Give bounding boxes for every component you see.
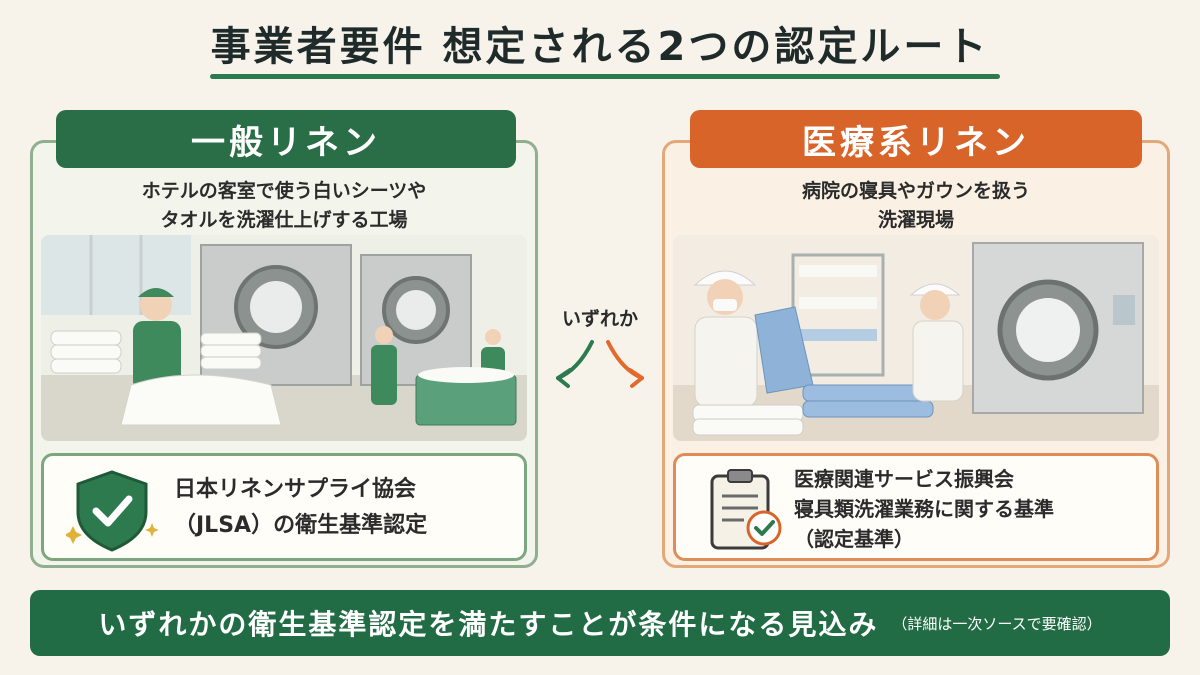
description-line: ホテルの客室で使う白いシーツや [141, 180, 427, 202]
cert-line: 寝具類洗濯業務に関する基準 [794, 497, 1054, 521]
description-line: 洗濯現場 [877, 209, 954, 231]
hotel-laundry-illustration [41, 235, 527, 441]
conclusion-note: （詳細は一次ソースで要確認） [892, 614, 1102, 633]
medical-certification-box: 医療関連サービス振興会 寝具類洗濯業務に関する基準 （認定基準） [673, 453, 1159, 561]
cert-line: （認定基準） [794, 527, 914, 551]
medical-linen-description: 病院の寝具やガウンを扱う 洗濯現場 [665, 177, 1167, 235]
description-line: タオルを洗濯仕上げする工場 [160, 209, 408, 231]
cert-line: 日本リネンサプライ協会 [174, 477, 417, 502]
medical-linen-panel: 病院の寝具やガウンを扱う 洗濯現場 [662, 140, 1170, 568]
hospital-laundry-illustration [673, 235, 1159, 441]
medical-linen-badge: 医療系リネン [690, 110, 1142, 168]
clipboard-check-icon [710, 469, 782, 550]
medical-certification-text: 医療関連サービス振興会 寝具類洗濯業務に関する基準 （認定基準） [794, 464, 1054, 554]
either-arrows [556, 340, 644, 388]
either-label: いずれか [561, 308, 638, 330]
conclusion-text: いずれかの衛生基準認定を満たすことが条件になる見込み [98, 608, 879, 641]
general-linen-badge: 一般リネン [56, 110, 516, 168]
conclusion-banner: いずれかの衛生基準認定を満たすことが条件になる見込み （詳細は一次ソースで要確認… [30, 590, 1170, 656]
jlsa-certification-box: 日本リネンサプライ協会 （JLSA）の衛生基準認定 [41, 453, 527, 561]
cert-line: 医療関連サービス振興会 [794, 467, 1014, 491]
title-underline [210, 74, 1000, 79]
general-linen-panel: ホテルの客室で使う白いシーツや タオルを洗濯仕上げする工場 [30, 140, 538, 568]
general-linen-description: ホテルの客室で使う白いシーツや タオルを洗濯仕上げする工場 [33, 177, 535, 235]
shield-check-icon [66, 470, 158, 552]
description-line: 病院の寝具やガウンを扱う [801, 180, 1030, 202]
page-title: 事業者要件 想定される2つの認定ルート [210, 24, 990, 70]
jlsa-certification-text: 日本リネンサプライ協会 （JLSA）の衛生基準認定 [174, 472, 427, 544]
cert-line: （JLSA）の衛生基準認定 [174, 513, 428, 538]
